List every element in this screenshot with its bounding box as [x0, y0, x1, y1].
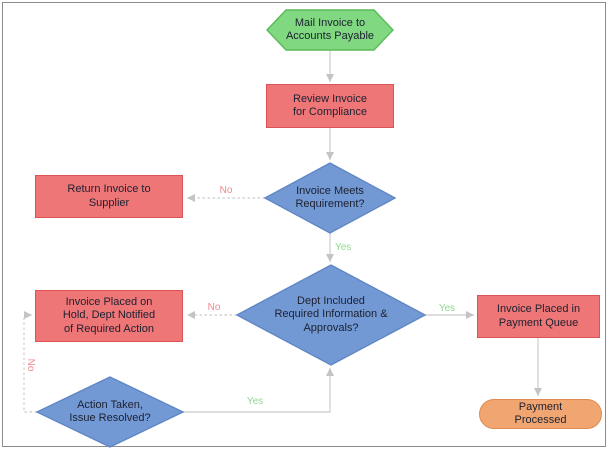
decision-invoice-meets-label: Invoice Meets Requirement? [295, 184, 365, 210]
edge-label-no-loop: No [25, 358, 36, 372]
edge-label-yes-meets: Yes [335, 242, 352, 253]
decision-dept-included-diamond [235, 264, 427, 366]
connector-action-yes-to-dept [183, 368, 334, 413]
process-invoice-on-hold: Invoice Placed on Hold, Dept Notified of… [35, 290, 183, 342]
edge-label-no-return: No [219, 185, 233, 196]
decision-action-taken-label: Action Taken, Issue Resolved? [69, 398, 151, 424]
start-hexagon [266, 9, 394, 51]
decision-dept-included-label: Dept Included Required Information & App… [274, 294, 388, 334]
connector-action-no-to-hold [23, 311, 37, 413]
edge-label-no-hold: No [207, 302, 221, 313]
process-return-invoice: Return Invoice to Supplier [35, 175, 183, 218]
decision-invoice-meets-diamond [263, 162, 397, 234]
process-payment-queue: Invoice Placed in Payment Queue [477, 295, 600, 338]
process-review-invoice: Review Invoice for Compliance [266, 84, 394, 128]
start-node-label: Mail Invoice to Accounts Payable [285, 16, 375, 42]
diagram-frame [2, 2, 606, 447]
decision-action-taken-diamond [35, 376, 185, 448]
edge-label-yes-queue: Yes [438, 303, 456, 314]
edge-label-yes-resolved: Yes [246, 396, 264, 407]
terminator-payment-processed: Payment Processed [479, 399, 602, 429]
